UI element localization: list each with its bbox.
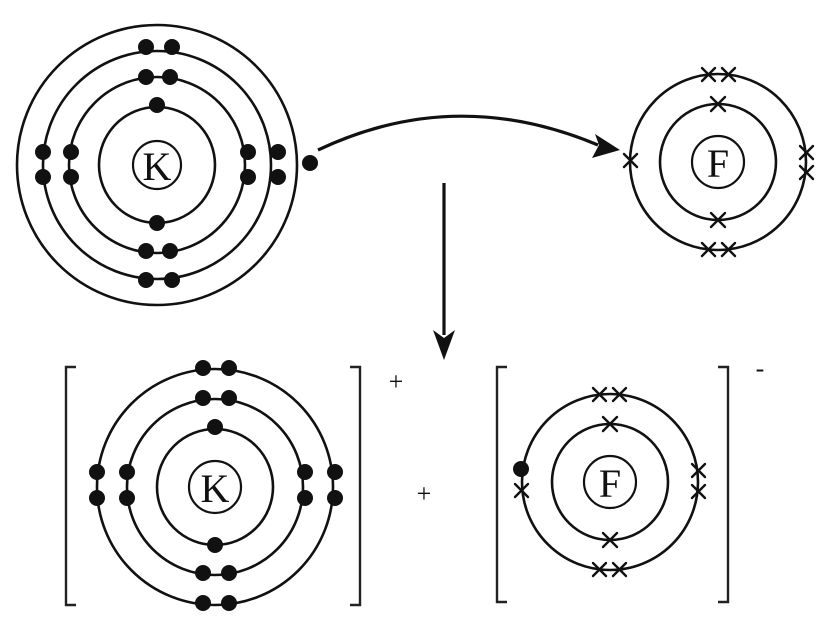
k-ion-charge: + (389, 367, 404, 396)
k-nucleus (131, 139, 183, 191)
f-ion-symbol: F (599, 461, 621, 506)
f-nucleus (690, 134, 746, 190)
right-bracket (350, 365, 362, 607)
electron (195, 390, 211, 406)
electron (207, 419, 223, 435)
potassium-atom: K (15, 23, 318, 307)
left-bracket (495, 365, 507, 604)
electron (89, 464, 105, 480)
electron (164, 272, 180, 288)
electron (195, 565, 211, 581)
electron (119, 464, 135, 480)
cross-electrons (622, 66, 815, 258)
electron (138, 39, 154, 55)
k-shell-3 (41, 49, 273, 281)
electron (138, 272, 154, 288)
electron (207, 537, 223, 553)
valence-electron (302, 155, 318, 171)
electron (297, 490, 313, 506)
electron (221, 390, 237, 406)
k-ion-symbol: K (201, 466, 230, 511)
electron (327, 464, 343, 480)
fluorine-atom: F (622, 66, 815, 258)
electron (195, 595, 211, 611)
electron (221, 595, 237, 611)
f-ion-shell-2 (520, 392, 700, 572)
potassium-ion: + K (64, 360, 404, 611)
electron (327, 490, 343, 506)
fluoride-ion: - F (495, 354, 765, 604)
f-atom-symbol: F (707, 141, 729, 186)
k-atom-symbol: K (143, 144, 172, 189)
electron (221, 565, 237, 581)
electron (164, 39, 180, 55)
electron (149, 215, 165, 231)
cross-electrons (513, 386, 707, 578)
plus-sign: + (417, 479, 432, 508)
transferred-electron (513, 461, 529, 477)
electron (297, 464, 313, 480)
electron (240, 144, 256, 160)
k-shell-2 (67, 75, 247, 255)
down-arrow (433, 183, 455, 360)
electron (149, 97, 165, 113)
f-ion-charge: - (756, 354, 765, 383)
electron (138, 69, 154, 85)
k-ion-shell-2 (125, 397, 305, 577)
electron (162, 243, 178, 259)
electron (89, 490, 105, 506)
electron (162, 69, 178, 85)
k-ion-shell-3 (95, 367, 335, 607)
left-bracket (64, 365, 76, 607)
f-ion-nucleus (582, 454, 638, 510)
electron (35, 144, 51, 160)
electron (119, 490, 135, 506)
electron (63, 144, 79, 160)
k-shell-4 (15, 23, 299, 307)
k-ion-nucleus (187, 459, 243, 515)
right-bracket (718, 365, 730, 604)
electron (138, 243, 154, 259)
transfer-arrow (317, 114, 620, 158)
electron (270, 144, 286, 160)
electron (195, 360, 211, 376)
electron (35, 169, 51, 185)
electron (240, 169, 256, 185)
electron (221, 360, 237, 376)
electron (63, 169, 79, 185)
electron (270, 169, 286, 185)
